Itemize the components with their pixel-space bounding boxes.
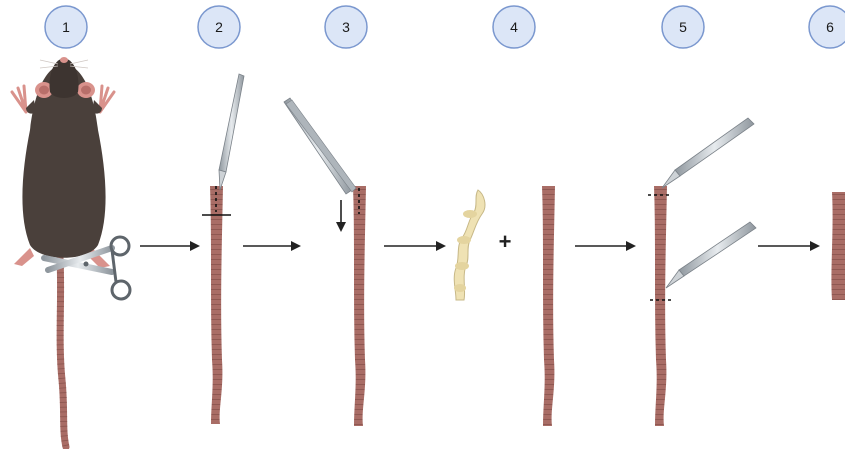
bone-icon <box>454 190 485 300</box>
tail-segment <box>210 186 223 424</box>
step-6-label: 6 <box>826 19 834 35</box>
step-2-label: 2 <box>215 19 223 35</box>
tail-segment <box>542 186 555 426</box>
plus-sign: + <box>499 229 512 254</box>
step-1-marker: 1 <box>45 6 87 48</box>
forceps-icon <box>284 98 356 194</box>
step-markers: 1 2 3 4 5 6 <box>45 6 845 48</box>
step-3-label: 3 <box>342 19 350 35</box>
step-4-marker: 4 <box>493 6 535 48</box>
tail-segment <box>831 192 845 300</box>
step-1-label: 1 <box>62 19 70 35</box>
scalpel-icon <box>666 222 756 288</box>
step-4-label: 4 <box>510 19 518 35</box>
step-5-marker: 5 <box>662 6 704 48</box>
step-2-marker: 2 <box>198 6 240 48</box>
scalpel-icon <box>662 118 754 188</box>
step-6-marker: 6 <box>809 6 845 48</box>
tail-segment <box>654 186 667 426</box>
tail-segment <box>353 186 366 426</box>
scalpel-icon <box>219 74 244 190</box>
step-5-label: 5 <box>679 19 687 35</box>
step-3-marker: 3 <box>325 6 367 48</box>
